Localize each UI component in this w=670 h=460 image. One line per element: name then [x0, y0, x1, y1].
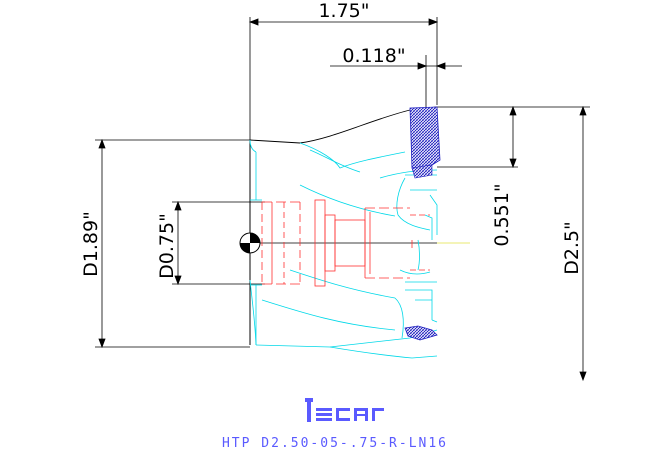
part-number: HTP D2.50-05-.75-R-LN16: [221, 436, 448, 451]
body-outline: [249, 139, 438, 359]
insert-bottom: [404, 325, 438, 341]
insert-depth-label: 0.118": [342, 45, 405, 67]
shank-outline: [249, 106, 438, 345]
iscar-logo: [305, 398, 384, 422]
insert-top: [409, 106, 441, 179]
cutting-diameter-label: D2.5": [561, 221, 583, 275]
overall-length-label: 1.75": [318, 0, 369, 22]
dimension-lines: [95, 17, 590, 382]
center-mark: [239, 232, 261, 254]
shank-diameter-label: D1.89": [80, 211, 102, 277]
dimension-texts: 1.75" 0.118" 0.551" D2.5" D1.89" D0.75": [80, 0, 583, 279]
bore-diameter-label: D0.75": [156, 213, 178, 279]
max-depth-label: 0.551": [491, 183, 513, 246]
bore-outline: [261, 199, 430, 287]
